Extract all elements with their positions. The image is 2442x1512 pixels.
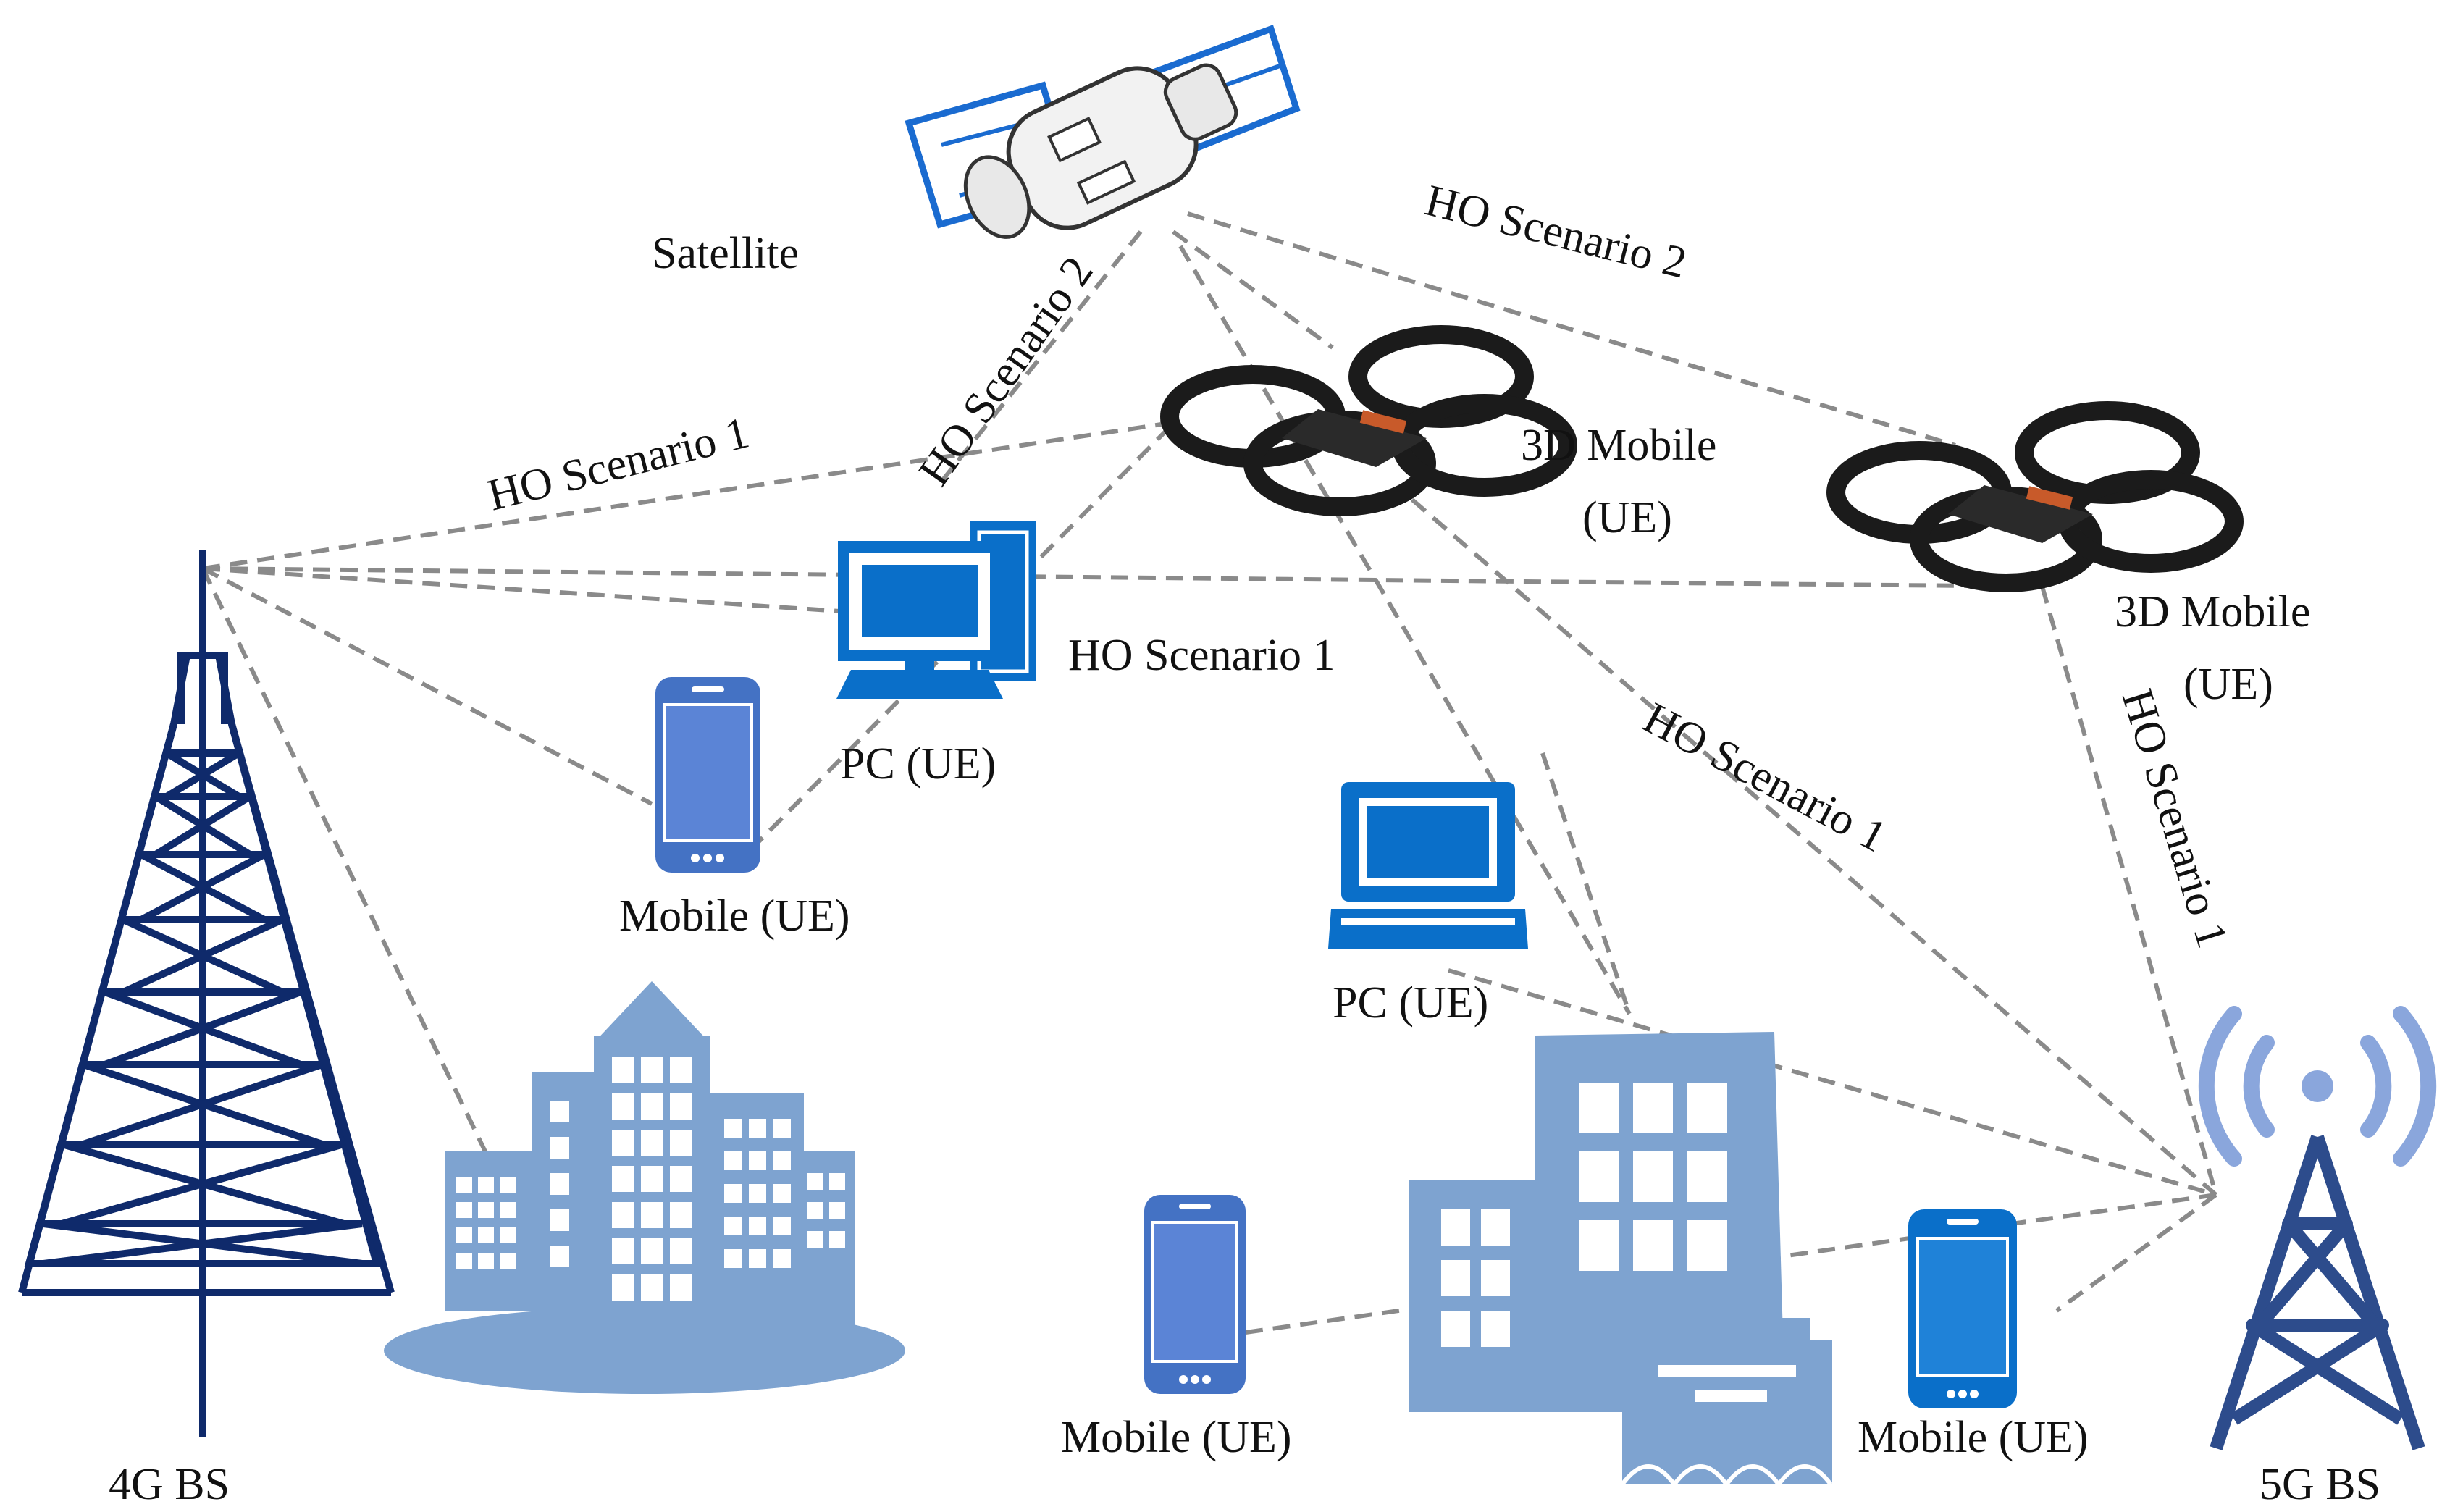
ho-scenario-1-label-center: HO Scenario 1: [1068, 631, 1335, 680]
cell-tower-icon: [18, 550, 395, 1437]
link-4g-building: [201, 567, 487, 1153]
mobile-3d-ue-label-2: (UE): [2183, 660, 2273, 709]
building-icon: [1409, 1032, 1833, 1489]
mobile-3d-label-1: 3D Mobile: [1521, 421, 1716, 470]
pc-ue-label-laptop: PC (UE): [1333, 978, 1488, 1028]
building-icon: [384, 981, 905, 1394]
link-4g-to-5g-upper: [202, 566, 2043, 589]
mobile-ue-label-bottom-right: Mobile (UE): [1858, 1413, 2089, 1462]
mobile-ue-label-left: Mobile (UE): [619, 891, 850, 941]
mobile-3d-label-2: 3D Mobile: [2115, 587, 2310, 637]
mobile-3d-ue-label-1: (UE): [1582, 493, 1672, 542]
desktop-pc-icon: [836, 521, 1036, 699]
pc-ue-label-desktop: PC (UE): [840, 739, 996, 789]
link-laptop-5g: [1448, 968, 2217, 1197]
smartphone-icon: [655, 677, 760, 873]
link-4g-drone1: [202, 421, 1167, 571]
drone-icon: [1826, 401, 2244, 592]
ho-scenario-1-label-left: HO Scenario 1: [483, 408, 754, 520]
link-satellite-drone2: [1187, 211, 1956, 448]
link-5g-upper-bend: [2040, 586, 2218, 1196]
ho-scenario-1-label-diagonal: HO Scenario 1: [1635, 693, 1894, 862]
wireless-signal-icon: [2198, 1006, 2437, 1167]
bs-4g-label: 4G BS: [109, 1460, 230, 1509]
dashed-links: [201, 211, 2218, 1335]
laptop-icon: [1328, 782, 1528, 949]
smartphone-icon: [1144, 1195, 1246, 1394]
smartphone-icon: [1908, 1209, 2017, 1408]
ho-scenario-2-label-right: HO Scenario 2: [1421, 176, 1692, 288]
bs-5g-label: 5G BS: [2260, 1460, 2380, 1509]
link-satellite-drone1: [1172, 230, 1334, 350]
link-5g-mobile-right: [2055, 1193, 2217, 1313]
link-drone1-mobile: [751, 425, 1172, 849]
mobile-ue-label-bottom-center: Mobile (UE): [1061, 1413, 1292, 1462]
ho-scenario-1-label-vertical-right: HO Scenario 1: [2112, 684, 2238, 953]
satellite-label: Satellite: [652, 229, 799, 278]
link-drone1-5g: [1411, 497, 2217, 1197]
satellite-icon: [905, 25, 1301, 239]
ho-scenario-2-label-vertical: HO Scenario 2: [910, 248, 1103, 495]
link-laptop-right: [1540, 752, 1632, 1015]
cell-tower-icon: [2210, 1135, 2425, 1450]
drone-icon: [1160, 325, 1577, 516]
link-4g-mobile: [201, 566, 653, 806]
